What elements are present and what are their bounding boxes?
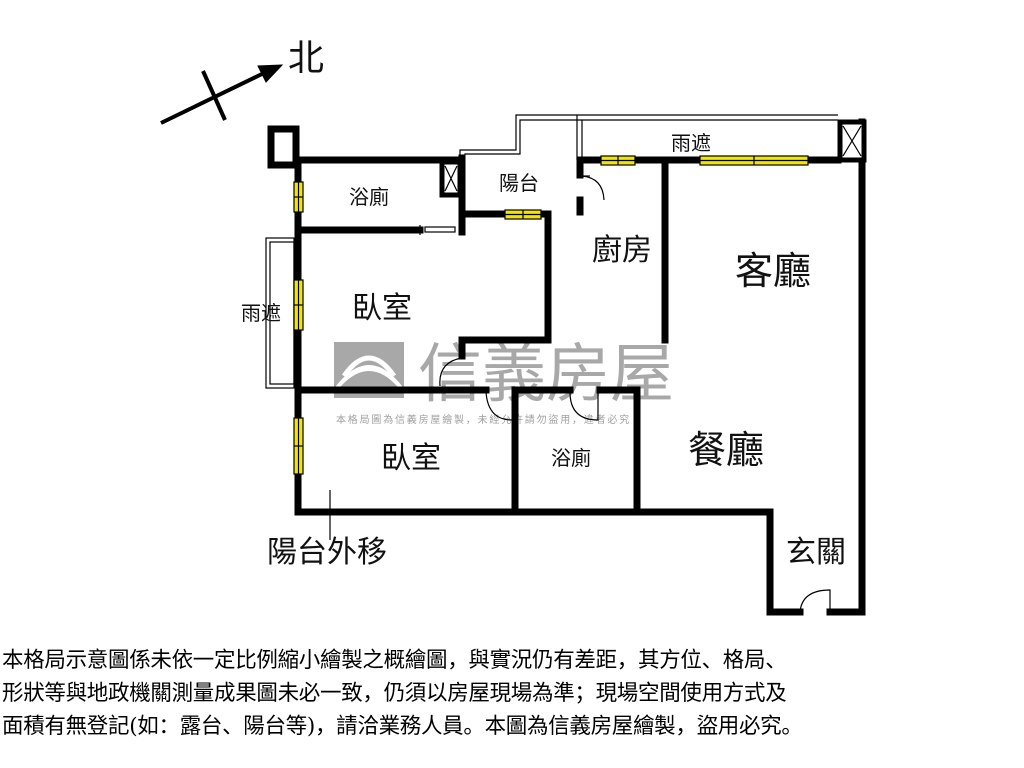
kitchen-label: 廚房: [592, 233, 652, 268]
dining-room-label: 餐廳: [688, 428, 764, 472]
canopy-left-label: 雨遮: [241, 301, 281, 325]
floor-plan: 信義房屋 本格局圖為信義房屋繪製，未經允許請勿盜用，違者必究 北: [160, 38, 867, 616]
bedroom-bottom-label: 臥室: [381, 441, 441, 476]
disclaimer-line: 本格局示意圖係未依一定比例縮小繪製之概繪圖，與實況仍有差距，其方位、格局、: [2, 648, 787, 673]
balcony-moved-label: 陽台外移: [267, 535, 387, 570]
bedroom-top-label: 臥室: [352, 291, 412, 326]
bath-top-label: 浴廁: [349, 185, 389, 209]
entrance-label: 玄關: [786, 535, 846, 570]
living-room-label: 客廳: [735, 249, 811, 293]
windows: [293, 155, 809, 475]
north-arrow-icon: [160, 64, 284, 125]
canopy-top-label: 雨遮: [671, 131, 711, 155]
disclaimer-line: 面積有無登記(如：露台、陽台等)，請洽業務人員。本圖為信義房屋繪製，盜用必究。: [2, 714, 803, 739]
north-label: 北: [288, 38, 324, 79]
bath-bottom-label: 浴廁: [551, 446, 591, 470]
watermark-notice: 本格局圖為信義房屋繪製，未經允許請勿盜用，違者必究: [336, 413, 631, 426]
doors: [329, 175, 831, 613]
disclaimer: 本格局示意圖係未依一定比例縮小繪製之概繪圖，與實況仍有差距，其方位、格局、 形狀…: [2, 644, 1022, 743]
canopy-outline: [265, 114, 838, 389]
shaft-icon: [439, 119, 867, 198]
disclaimer-line: 形狀等與地政機關測量成果圖未必一致，仍須以房屋現場為準；現場空間使用方式及: [2, 681, 787, 706]
balcony-label: 陽台: [499, 171, 539, 195]
walls: [267, 118, 866, 616]
